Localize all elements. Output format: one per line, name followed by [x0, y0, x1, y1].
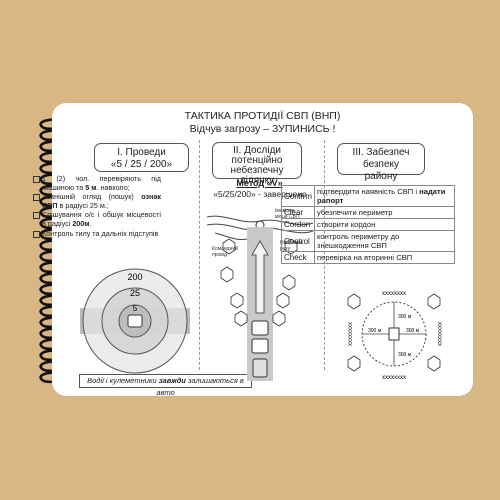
card-subtitle: Відчув загрозу – ЗУПИНИСЬ !	[189, 123, 336, 135]
col1-checklist: 1 (2) чол. перевіряють під машиною та 5 …	[33, 174, 161, 239]
cordon-diagram: xxxxxxxx xxxxxxxx xxxxxxxx xxxxxxxx 300 …	[347, 291, 442, 381]
col2-heading-line2: потенційно	[231, 155, 283, 166]
column-divider	[199, 140, 200, 370]
col3-heading: III. Забезпеч безпеку району	[337, 143, 425, 182]
perimeter-label-left: xxxxxxxx	[348, 322, 354, 346]
list-item: Спішування о/с і обшук місцевості в раді…	[33, 211, 161, 228]
table-row: Confirm підтвердити наявність СВП і нада…	[280, 185, 455, 207]
table-row: Clear убезпечити периметр	[280, 206, 455, 219]
ring-label-5: 5	[133, 304, 138, 313]
vehicle-icon	[251, 320, 269, 336]
table-cell-text: створити кордон	[314, 218, 455, 231]
vehicle-icon	[127, 314, 143, 328]
distance-label-top: 300 м	[398, 314, 412, 320]
vehicle-icon	[251, 338, 269, 354]
table-cell-text: контроль периметру до знешкодження СВП	[314, 230, 455, 252]
col2-heading-line1: II. Досліди	[232, 145, 282, 156]
ring-label-200: 200	[127, 272, 142, 282]
card-title: ТАКТИКА ПРОТИДІЇ СВП (ВНП)	[184, 110, 341, 122]
label-wire: Командний провід	[212, 246, 238, 258]
method-title: Метод «V»	[236, 178, 283, 188]
perimeter-label-right: xxxxxxxx	[436, 322, 442, 346]
table-row: Cordon створити кордон	[280, 218, 455, 231]
list-item: 1 (2) чол. перевіряють під машиною та 5 …	[33, 174, 161, 192]
perimeter-label-top: xxxxxxxx	[382, 291, 406, 297]
table-cell-key: Clear	[280, 206, 316, 219]
col2-heading: II. Досліди потенційно небезпечну ділянк…	[212, 142, 302, 186]
distance-label-left: 300 м	[368, 328, 382, 334]
distance-label-right: 300 м	[406, 328, 420, 334]
col3-heading-line2: району	[364, 171, 398, 182]
radius-diagram: 200 25 5	[80, 268, 190, 374]
table-cell-text: убезпечити периметр	[314, 206, 455, 219]
perimeter-label-bottom: xxxxxxxx	[382, 375, 406, 381]
table-cell-text: перевірка на вторинні СВП	[314, 251, 455, 264]
vehicle-icon	[388, 327, 400, 341]
table-cell-key: Cordon	[280, 218, 316, 231]
distance-label-bottom: 300 м	[398, 352, 412, 358]
vehicle-icon	[252, 358, 268, 378]
list-item: Контроль тилу та дальніх підступів	[33, 229, 161, 239]
col3-heading-line1: III. Забезпеч безпеку	[352, 147, 410, 170]
five-c-table: Confirm підтвердити наявність СВП і нада…	[280, 185, 455, 264]
direction-arrow	[251, 239, 269, 314]
table-row: Check перевірка на вторинні СВП	[280, 251, 455, 264]
col1-heading: I. Проведи «5 / 25 / 200»	[94, 143, 189, 172]
method-subtitle: «5/25/200» - завершено	[213, 189, 307, 199]
table-cell-key: Check	[280, 251, 316, 264]
col1-heading-line1: I. Проведи	[117, 147, 166, 158]
list-item: Зовнішній огляд (пошук) ознак СВП в раді…	[33, 192, 161, 210]
table-cell-key: Confirm	[280, 185, 316, 207]
table-cell-key: Control	[280, 230, 316, 252]
table-cell-text: підтвердити наявність СВП і надати рапор…	[314, 185, 455, 207]
table-row: Control контроль периметру до знешкоджен…	[280, 230, 455, 252]
team-markers	[347, 293, 441, 372]
col2-heading-line3: небезпечну ділянку	[230, 165, 284, 186]
ring-label-25: 25	[130, 288, 140, 298]
col1-heading-line2: «5 / 25 / 200»	[110, 159, 173, 170]
